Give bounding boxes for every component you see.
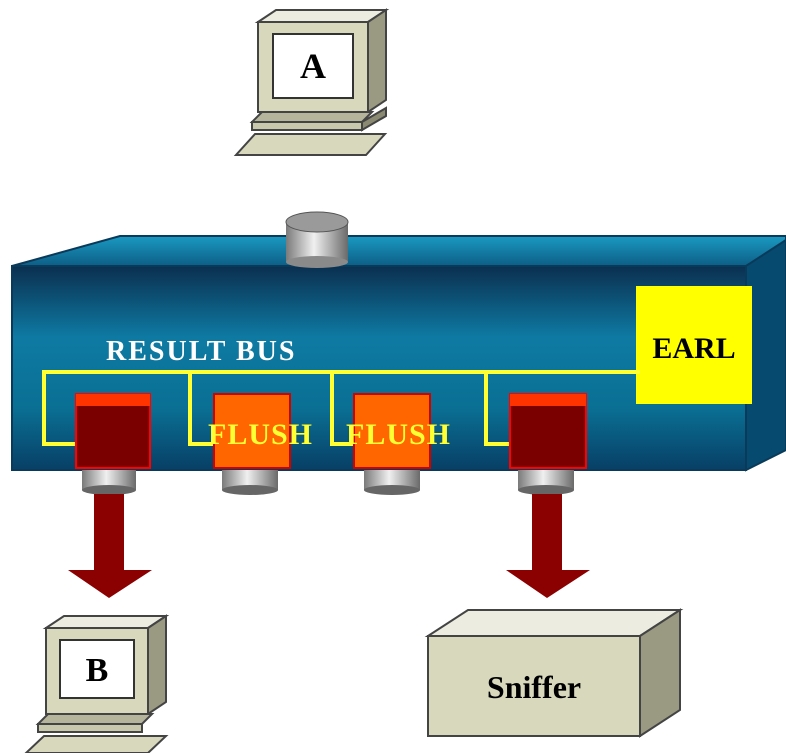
arrow-to-computer-b [68,494,152,598]
port-4-forward [509,393,587,469]
arrow-to-sniffer [506,494,590,598]
computer-a-label: A [300,46,326,86]
port-connector-2 [222,470,278,495]
earl-label: EARL [652,332,735,365]
result-bus-line [42,370,640,446]
computer-b-label: B [86,652,109,689]
sniffer-label: Sniffer [487,669,581,705]
flush-label-1: FLUSH [208,418,313,451]
port-3-flush [353,393,431,469]
result-bus-label: RESULT BUS [106,336,296,367]
computer-a: A [233,8,390,156]
sniffer-device: Sniffer [424,608,684,738]
switch-top-knob [285,211,349,268]
earl-module: EARL [636,286,752,404]
port-connector-4 [518,470,574,495]
port-connector-1 [82,470,136,495]
port-1-forward [75,393,151,469]
computer-b: B [24,614,170,753]
port-2-flush [213,393,291,469]
flush-label-2: FLUSH [346,418,451,451]
port-connector-3 [364,470,420,495]
